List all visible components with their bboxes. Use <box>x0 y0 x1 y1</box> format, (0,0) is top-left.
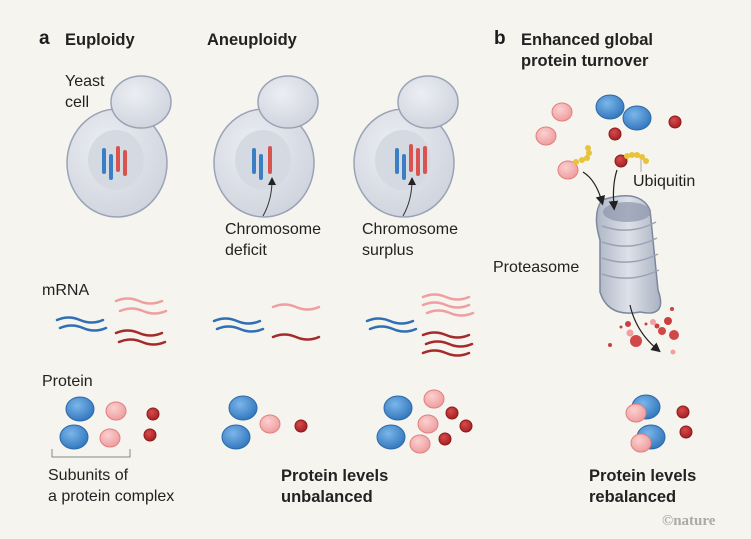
mrna-dark-red <box>421 349 471 357</box>
mrna-blue <box>368 325 418 333</box>
yeast-cell-euploid <box>66 75 172 218</box>
protein-molecules <box>59 94 693 454</box>
protein-blue-subunit <box>59 424 89 450</box>
protein-red-subunit <box>459 419 473 433</box>
yeast-cell-deficit <box>213 75 319 218</box>
protein-pink-subunit <box>557 160 579 180</box>
exit-arrow <box>629 304 661 353</box>
peptide-fragments <box>608 307 679 355</box>
nature-credit: ©nature <box>662 513 716 529</box>
protein-red-subunit <box>294 419 308 433</box>
deficit-label-line1: Chromosome <box>225 221 322 238</box>
subunits-bracket <box>51 449 131 458</box>
chromosomes <box>102 146 127 180</box>
mrna-light-red <box>114 297 164 305</box>
mrna-blue <box>212 317 262 325</box>
protein-pink-subunit <box>423 389 445 409</box>
mrna-strands <box>55 293 475 357</box>
surplus-label-line1: Chromosome <box>362 221 459 238</box>
protein-red-subunit <box>445 406 459 420</box>
mrna-light-red <box>425 309 475 317</box>
mrna-blue <box>215 325 265 333</box>
ubiquitin-chain-1 <box>573 145 592 165</box>
panel-a-letter: a <box>39 28 50 49</box>
protein-red-subunit <box>143 428 157 442</box>
mrna-blue <box>58 324 108 332</box>
mrna-light-red <box>118 307 168 315</box>
protein-red-subunit <box>679 425 693 439</box>
protein-pink-subunit <box>105 401 127 421</box>
mrna-blue <box>365 317 415 325</box>
mrna-light-red <box>421 301 471 309</box>
protein-red-subunit <box>146 407 160 421</box>
yeast-label-line2: cell <box>65 94 90 111</box>
rebalanced-label-line1: Protein levels <box>589 467 697 485</box>
protein-pink-subunit <box>551 102 573 122</box>
protein-pink-subunit <box>409 434 431 454</box>
protein-pink-subunit <box>417 414 439 434</box>
mrna-dark-red <box>421 331 471 339</box>
panel-b-title-line2: protein turnover <box>521 52 649 70</box>
entry-arrow-2 <box>608 169 619 211</box>
protein-blue-subunit <box>376 424 406 450</box>
protein-red-subunit <box>668 115 682 129</box>
protein-blue-subunit <box>228 395 258 421</box>
mrna-blue <box>55 316 105 324</box>
panel-b-letter: b <box>494 28 506 49</box>
protein-red-subunit <box>438 432 452 446</box>
protein-blue-subunit <box>65 396 95 422</box>
deficit-arrow <box>262 177 276 217</box>
mrna-light-red <box>421 293 471 301</box>
mrna-dark-red <box>424 340 474 348</box>
protein-blue-subunit <box>622 105 652 131</box>
euploidy-title: Euploidy <box>65 31 135 49</box>
protein-red-subunit <box>614 154 628 168</box>
entry-arrow-1 <box>582 171 606 206</box>
protein-red-subunit <box>676 405 690 419</box>
subunits-label-line2: a protein complex <box>48 488 175 505</box>
protein-red-subunit <box>608 127 622 141</box>
proteasome-label: Proteasome <box>493 259 580 276</box>
protein-pink-subunit <box>259 414 281 434</box>
protein-blue-subunit <box>595 94 625 120</box>
surplus-arrow <box>402 177 416 217</box>
mrna-label: mRNA <box>42 282 90 299</box>
proteasome <box>595 195 662 314</box>
rebalanced-label-line2: rebalanced <box>589 488 677 506</box>
protein-pink-subunit <box>630 433 652 453</box>
mrna-dark-red <box>117 338 167 346</box>
ubiquitin-chain-2 <box>624 152 649 164</box>
mrna-dark-red <box>114 329 164 337</box>
protein-label: Protein <box>42 373 93 390</box>
mrna-dark-red <box>271 333 321 341</box>
yeast-cell-surplus <box>353 75 459 218</box>
panel-b-title-line1: Enhanced global <box>521 31 654 49</box>
protein-pink-subunit <box>535 126 557 146</box>
yeast-label-line1: Yeast <box>65 73 105 90</box>
aneuploidy-title: Aneuploidy <box>207 31 297 49</box>
protein-blue-subunit <box>221 424 251 450</box>
protein-pink-subunit <box>99 428 121 448</box>
protein-blue-subunit <box>383 395 413 421</box>
protein-pink-subunit <box>625 403 647 423</box>
subunits-label-line1: Subunits of <box>48 467 129 484</box>
surplus-label-line2: surplus <box>362 242 414 259</box>
ubiquitin-label: Ubiquitin <box>633 173 696 190</box>
deficit-label-line2: deficit <box>225 242 267 259</box>
unbalanced-label-line1: Protein levels <box>281 467 389 485</box>
mrna-light-red <box>271 303 321 311</box>
unbalanced-label-line2: unbalanced <box>281 488 373 506</box>
